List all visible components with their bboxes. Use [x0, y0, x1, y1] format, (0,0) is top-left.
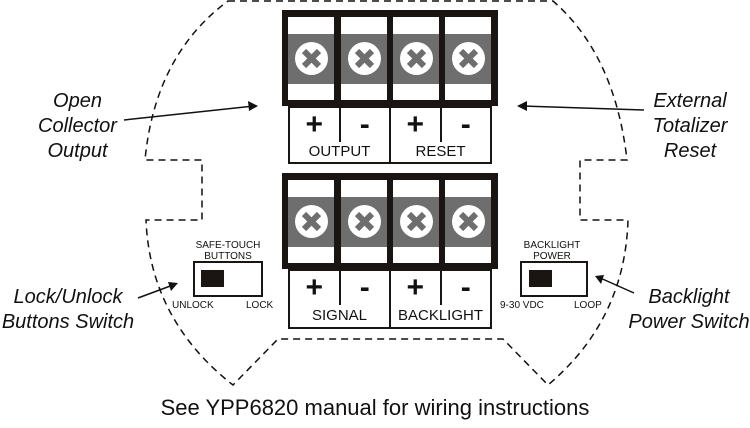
terminal-slot-3 — [393, 17, 439, 100]
terminal-slot-2 — [341, 17, 387, 100]
vdc-label: 9-30 VDC — [500, 300, 544, 311]
callout-line: Output — [47, 140, 108, 162]
label-output: OUTPUT — [290, 142, 391, 162]
terminal-slot-2 — [341, 180, 387, 263]
wiring-instructions-note: See YPP6820 manual for wiring instructio… — [160, 395, 590, 420]
switch-title-line: POWER — [533, 251, 571, 262]
polarity-minus: - — [460, 271, 471, 304]
terminal-block-top: + - + - OUTPUT RESET — [282, 10, 498, 165]
backlight-power-switch[interactable] — [520, 261, 588, 297]
screw-icon[interactable] — [295, 42, 328, 75]
terminal-slot-1 — [288, 180, 334, 263]
arrow-lock-unlock — [137, 282, 178, 299]
polarity-minus: - — [460, 108, 471, 141]
screw-icon[interactable] — [348, 42, 381, 75]
screw-icon[interactable] — [400, 205, 433, 238]
terminal-slot-3 — [393, 180, 439, 263]
screw-icon[interactable] — [295, 205, 328, 238]
terminal-block-bottom: + - + - SIGNAL BACKLIGHT — [282, 173, 498, 333]
screw-icon[interactable] — [452, 205, 485, 238]
terminal-frame — [282, 10, 498, 106]
switch-knob[interactable] — [201, 270, 224, 287]
terminal-slot-4 — [445, 180, 491, 263]
callout-line: Lock/Unlock — [13, 286, 123, 308]
callout-line: External — [653, 90, 727, 112]
arrow-external-totalizer — [517, 101, 645, 111]
callout-line: Collector — [38, 115, 117, 137]
polarity-minus: - — [341, 271, 391, 305]
callout-lock-unlock-switch: Lock/Unlock Buttons Switch — [0, 285, 136, 335]
terminal-slot-4 — [445, 17, 491, 100]
loop-label: LOOP — [574, 300, 602, 311]
switch-knob[interactable] — [529, 270, 552, 287]
polarity-plus: + — [290, 271, 341, 305]
arrow-open-collector — [123, 101, 258, 121]
callout-external-totalizer-reset: External Totalizer Reset — [640, 89, 740, 164]
switch-title-line: BUTTONS — [204, 251, 252, 262]
polarity-row: + - + - — [288, 269, 492, 307]
label-signal: SIGNAL — [290, 305, 391, 327]
callout-line: Reset — [663, 140, 717, 162]
arrow-backlight-power — [595, 275, 635, 294]
callout-line: Backlight — [648, 286, 730, 308]
polarity-plus: + — [391, 108, 442, 142]
polarity-plus: + — [290, 108, 341, 142]
callout-line: Totalizer — [652, 115, 728, 137]
safe-touch-title: SAFE-TOUCH BUTTONS — [183, 240, 273, 262]
switch-title-line: BACKLIGHT — [523, 240, 581, 251]
screw-icon[interactable] — [348, 205, 381, 238]
callout-backlight-power-switch: Backlight Power Switch — [628, 285, 750, 335]
callout-open-collector-output: Open Collector Output — [20, 89, 135, 164]
terminal-frame — [282, 173, 498, 269]
lock-unlock-switch[interactable] — [193, 261, 263, 297]
group-label-row: OUTPUT RESET — [288, 142, 492, 164]
terminal-slot-1 — [288, 17, 334, 100]
polarity-plus: + — [391, 271, 442, 305]
polarity-row: + - + - — [288, 106, 492, 144]
enclosure-dashed-border — [144, 0, 629, 387]
callout-line: Power Switch — [628, 311, 750, 333]
switch-title-line: SAFE-TOUCH — [195, 240, 261, 251]
callout-line: Buttons Switch — [1, 311, 135, 333]
group-label-row: SIGNAL BACKLIGHT — [288, 305, 492, 329]
polarity-minus: - — [341, 108, 391, 142]
screw-icon[interactable] — [400, 42, 433, 75]
lock-label: LOCK — [246, 300, 274, 311]
unlock-label: UNLOCK — [172, 300, 214, 311]
screw-icon[interactable] — [452, 42, 485, 75]
callout-line: Open — [53, 90, 102, 112]
backlight-power-title: BACKLIGHT POWER — [512, 240, 592, 262]
label-reset: RESET — [415, 143, 466, 160]
label-backlight: BACKLIGHT — [397, 307, 484, 324]
